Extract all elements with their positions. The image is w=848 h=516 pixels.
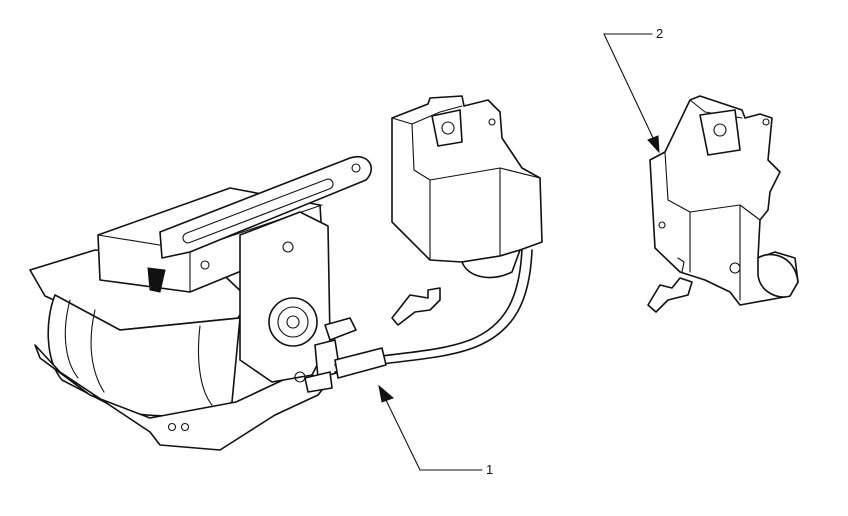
motor-lower-bracket [34,344,331,451]
switch-only [647,95,799,313]
right-switch-body [649,95,799,306]
wire-sleeve [334,347,387,379]
callout-1: 1 [378,384,493,477]
callout-2: 2 [603,26,663,154]
switch-assembly-center [391,95,543,326]
callout-1-number: 1 [486,462,493,477]
center-switch-body [391,95,543,263]
callout-2-number: 2 [656,26,663,41]
connecting-wires [334,247,533,379]
drive-gear [268,297,318,347]
motor-assembly [29,155,372,451]
right-switch-lever [647,277,693,313]
center-switch-lever [391,287,441,326]
